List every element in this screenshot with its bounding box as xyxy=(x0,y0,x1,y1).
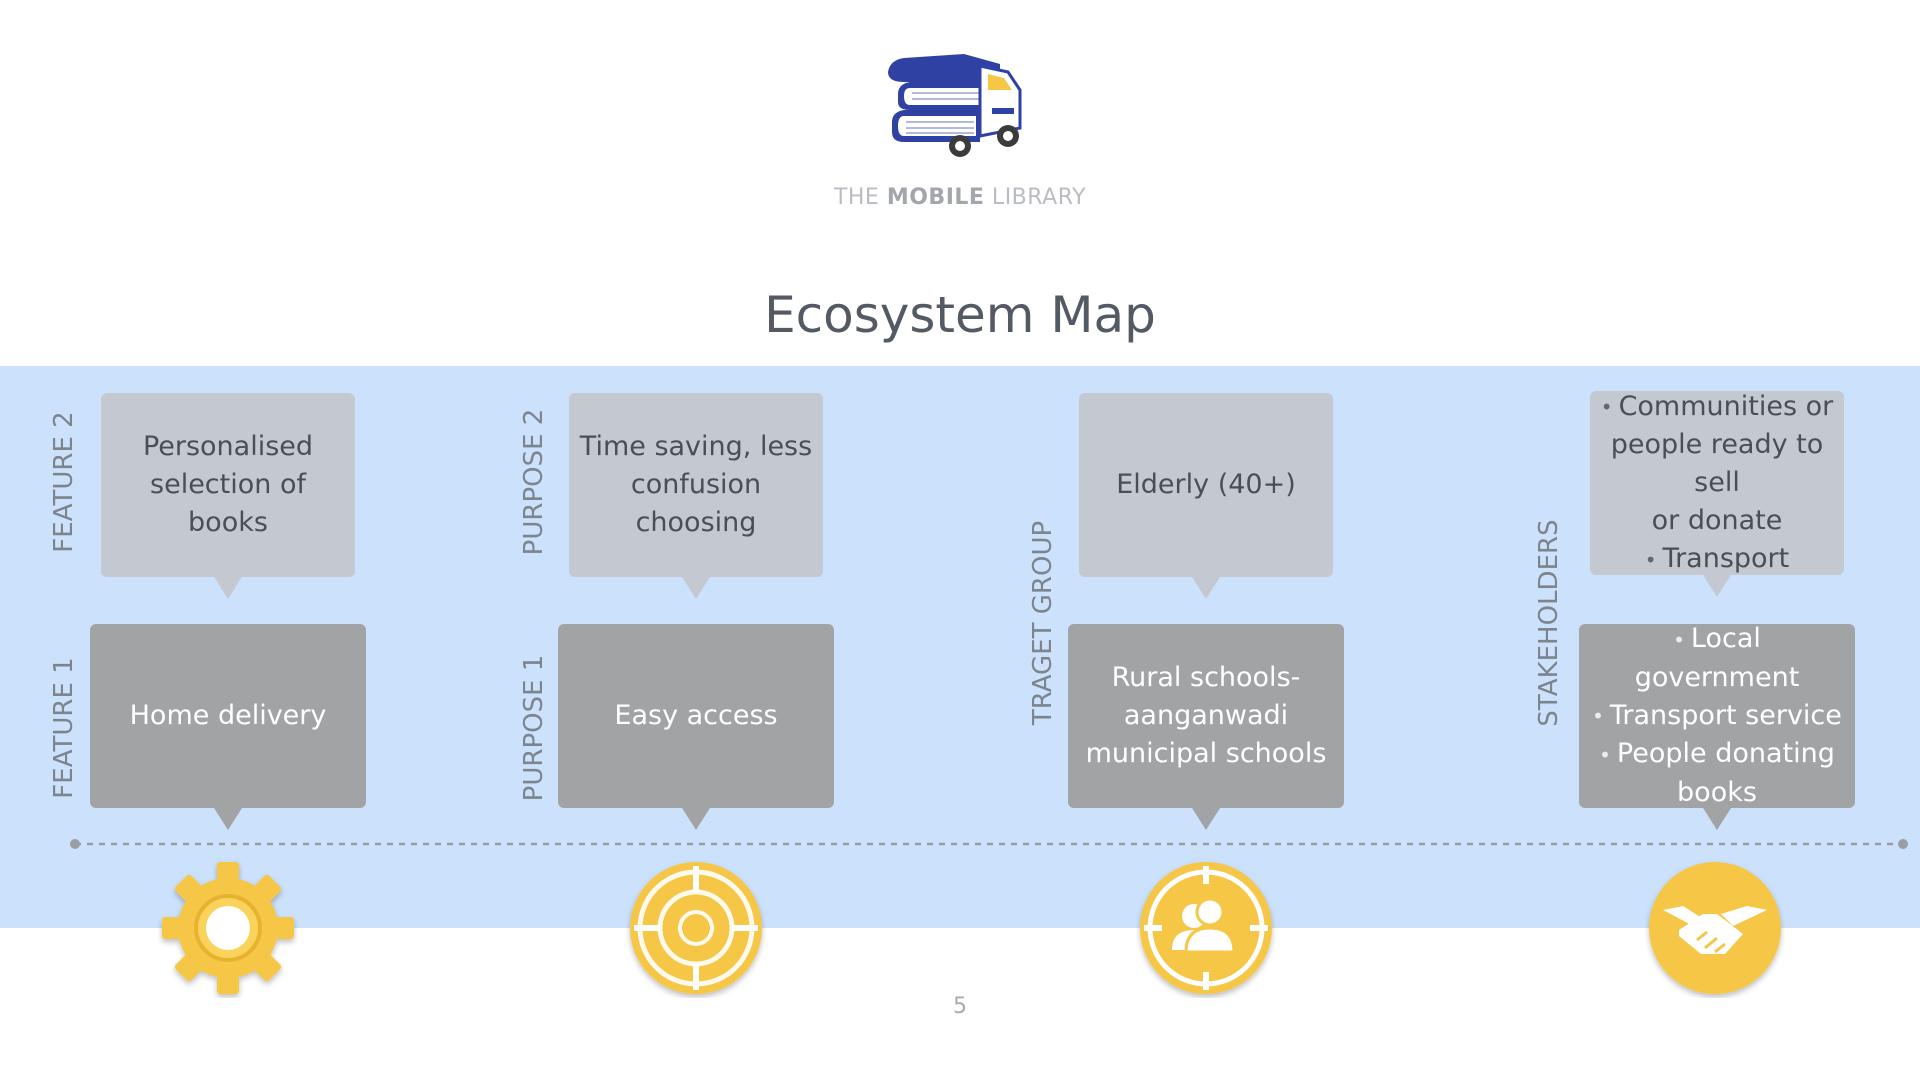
bullet-text: People donating xyxy=(1616,738,1835,770)
card-line: Easy access xyxy=(614,700,778,731)
logo-prefix: THE xyxy=(833,185,887,210)
label-feature-2: FEATURE 2 xyxy=(49,411,79,553)
bullet-text: or donate xyxy=(1651,505,1783,536)
bullet-text: books xyxy=(1677,776,1757,808)
card-purpose-1: Easy access xyxy=(558,624,834,830)
card-line: Elderly (40+) xyxy=(1116,469,1296,500)
bullet-text: people ready to sell xyxy=(1610,429,1824,498)
card-line: confusion choosing xyxy=(630,469,762,538)
bullet-item: •Communities or xyxy=(1598,388,1836,427)
card-line: municipal schools xyxy=(1085,738,1327,769)
bullet-item: •Local government xyxy=(1587,620,1847,697)
logo-wordmark: THE MOBILE LIBRARY xyxy=(0,185,1920,210)
bullet-icon: • xyxy=(1599,742,1611,767)
label-feature-1: FEATURE 1 xyxy=(49,657,79,799)
bullet-text: Transport xyxy=(1662,543,1790,574)
handshake-icon xyxy=(1649,862,1781,994)
bullet-icon: • xyxy=(1673,627,1685,652)
card-line: Time saving, less xyxy=(579,431,813,462)
label-target-group: TRAGET GROUP xyxy=(1028,520,1058,726)
logo-bold: MOBILE xyxy=(886,185,985,210)
bullet-item: books xyxy=(1587,774,1847,812)
bullet-icon: • xyxy=(1644,547,1657,572)
card-line: Rural schools- xyxy=(1111,662,1301,693)
card-feature-2: Personalised selection of books xyxy=(101,393,355,599)
bullet-list: •Local government•Transport service•Peop… xyxy=(1587,620,1847,812)
bullet-item: •People donating xyxy=(1587,735,1847,774)
bullet-item: people ready to sell xyxy=(1598,426,1836,502)
card-line: aanganwadi xyxy=(1123,700,1289,731)
card-stakeholders-bottom: •Local government•Transport service•Peop… xyxy=(1579,623,1855,830)
label-stakeholders: STAKEHOLDERS xyxy=(1534,519,1564,727)
timeline xyxy=(70,839,1908,849)
logo-suffix: LIBRARY xyxy=(984,185,1087,210)
card-target-bottom: Rural schools- aanganwadi municipal scho… xyxy=(1068,624,1344,830)
bullet-icon: • xyxy=(1600,395,1613,419)
bullet-text: Local government xyxy=(1634,623,1800,693)
card-line: Personalised xyxy=(142,431,314,462)
target-icon xyxy=(630,862,762,994)
card-feature-1: Home delivery xyxy=(90,624,366,830)
bullet-icon: • xyxy=(1592,704,1604,729)
gear-icon xyxy=(162,862,294,994)
bullet-text: Communities or xyxy=(1618,390,1834,422)
card-line: Home delivery xyxy=(129,700,327,731)
card-target-top: Elderly (40+) xyxy=(1079,393,1333,599)
bullet-item: •Transport service xyxy=(1587,697,1847,736)
page-title: Ecosystem Map xyxy=(764,286,1156,344)
bullet-text: Transport service xyxy=(1609,699,1842,731)
people-target-icon xyxy=(1140,862,1272,994)
label-purpose-1: PURPOSE 1 xyxy=(519,654,549,802)
card-purpose-2: Time saving, less confusion choosing xyxy=(569,393,823,599)
page-number: 5 xyxy=(953,994,967,1019)
book-truck-icon xyxy=(888,54,1022,157)
card-line: selection of books xyxy=(150,469,306,538)
label-purpose-2: PURPOSE 2 xyxy=(519,408,549,556)
bullet-item: or donate xyxy=(1598,502,1836,540)
bullet-item: •Transport xyxy=(1598,540,1836,579)
